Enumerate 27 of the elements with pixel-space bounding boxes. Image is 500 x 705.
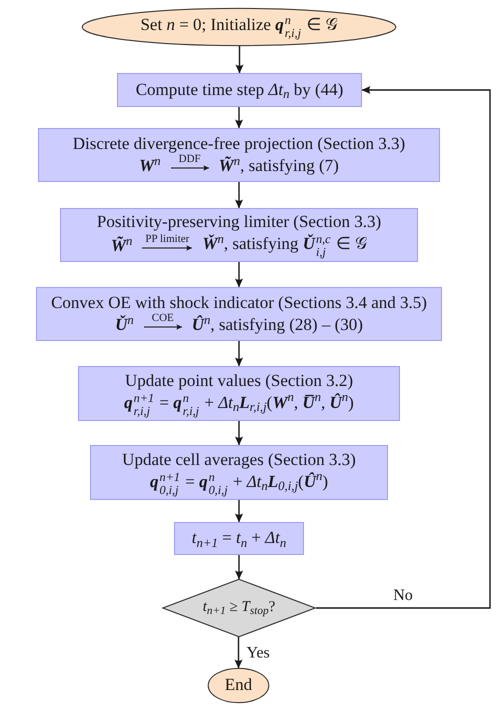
formula-text: Û$^{n}$, satisfying (28) – (30): [192, 314, 363, 336]
terminal-ellipse: [81, 8, 397, 46]
process-box: [60, 208, 418, 262]
arrow-label: COE: [150, 312, 175, 324]
process-box: [90, 445, 388, 500]
process-box: [117, 73, 362, 107]
process-box: [78, 366, 400, 421]
step-title: Update point values (Section 3.2): [124, 370, 354, 392]
node-label: t$_{n+1}$ = t$_{n}$ + Δt$_{n}$: [192, 527, 286, 550]
arrow-label: DDF: [178, 153, 202, 166]
formula-text: W$^{n}$: [139, 155, 161, 177]
formula-text: W̃$^{n}$: [110, 235, 132, 257]
step-title: Discrete divergence-free projection (Section 3.3): [72, 132, 406, 154]
step-title: Update cell averages (Section 3.3): [122, 448, 356, 471]
formula-text: W̃$^{n}$, satisfying (7): [218, 155, 339, 177]
process-box: [174, 522, 304, 555]
node-label: t$_{n+1}$ ≥ T$_{stop}$?: [202, 598, 276, 618]
step-title: Positivity-preserving limiter (Section 3.3): [96, 211, 382, 234]
node-label: Compute time step Δt$_{n}$ by (44): [136, 78, 344, 102]
terminal-ellipse: [208, 668, 269, 703]
decision-diamond: [162, 579, 316, 637]
node-label: End: [224, 674, 252, 696]
step-title: Convex OE with shock indicator (Sections 3.4 and 3.5): [51, 292, 427, 314]
arrow-label: PP limiter: [144, 233, 190, 246]
process-box: [38, 128, 440, 182]
process-box: [36, 287, 442, 341]
formula-text: Ǔ$^{n}$: [115, 314, 134, 336]
